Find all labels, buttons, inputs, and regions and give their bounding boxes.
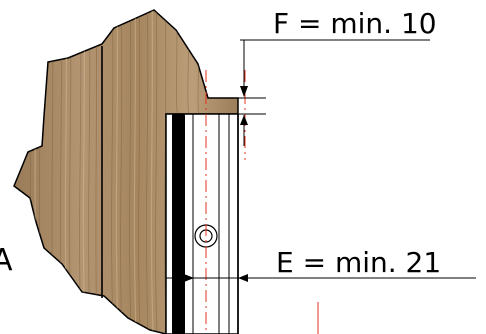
dimension-e [166, 274, 476, 282]
centerlines [205, 70, 319, 334]
cladding-board [165, 113, 239, 334]
dimension-f-label: F = min. 10 [273, 7, 437, 40]
section-letter: A [0, 243, 13, 278]
dimension-f [238, 39, 430, 146]
dimension-e-label: E = min. 21 [276, 246, 441, 279]
black-strip [172, 114, 185, 334]
